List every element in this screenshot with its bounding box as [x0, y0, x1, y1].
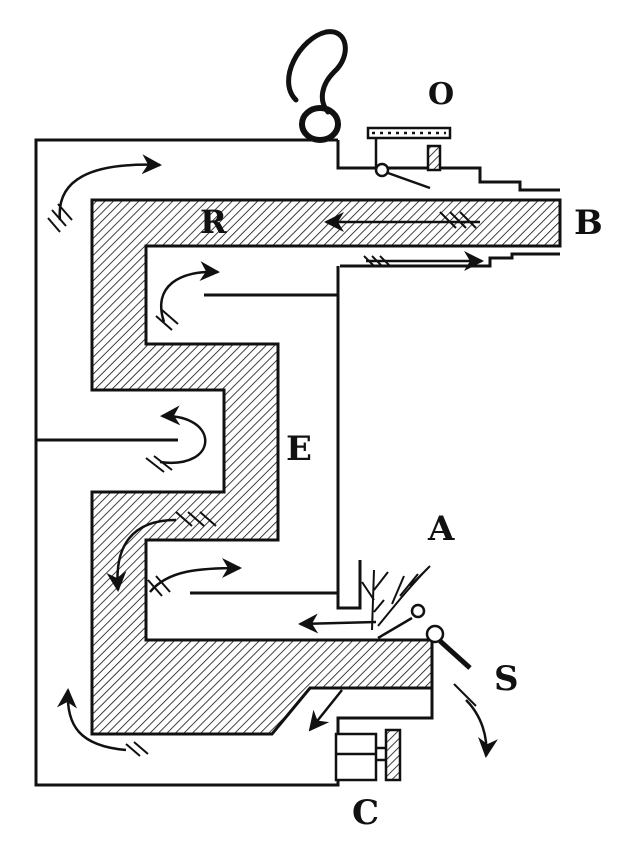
flow-arrow — [106, 518, 177, 592]
hook-icon — [286, 29, 348, 143]
arrow-fletching — [47, 203, 477, 757]
flow-arrow — [298, 613, 377, 634]
label-e: E — [286, 429, 312, 469]
flow-arrow — [465, 699, 498, 758]
label-c: C — [352, 793, 380, 833]
outlet-tube-lower — [144, 246, 560, 268]
valve-o — [366, 126, 452, 190]
flame-ornament — [361, 565, 431, 631]
label-s: S — [494, 659, 519, 699]
casing-top-right — [336, 140, 560, 192]
flow-arrows — [57, 154, 498, 758]
hatched-flue — [90, 198, 562, 736]
label-o: O — [428, 77, 455, 112]
flow-arrow — [308, 689, 343, 732]
flow-arrow — [57, 688, 127, 752]
label-b: B — [574, 203, 603, 243]
inner-partition — [336, 266, 362, 610]
valve-s — [377, 603, 472, 670]
flow-arrow — [159, 405, 207, 465]
cap-c — [334, 728, 402, 782]
outer-casing — [34, 138, 434, 787]
label-a: A — [428, 509, 455, 549]
label-r: R — [200, 203, 227, 241]
flow-arrow — [149, 558, 242, 593]
flow-arrow — [159, 261, 220, 323]
